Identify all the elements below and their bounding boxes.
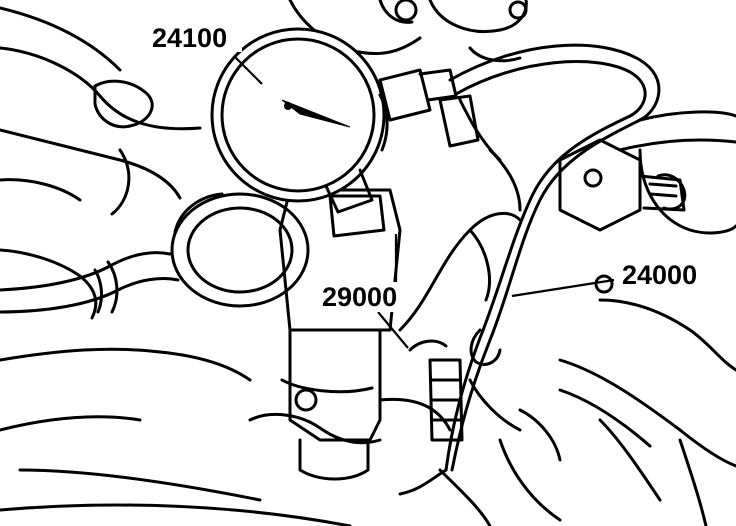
callout-fitting: 24000 (622, 260, 697, 290)
callout-pressure-gauge: 24100 (152, 23, 227, 53)
callout-hose: 29000 (322, 282, 397, 312)
intake-ring (170, 192, 310, 308)
fuel-rail-block (248, 188, 452, 481)
pressure-gauge (210, 27, 458, 214)
callout-labels: 24100 29000 24000 (150, 22, 714, 312)
test-hose (398, 43, 661, 496)
